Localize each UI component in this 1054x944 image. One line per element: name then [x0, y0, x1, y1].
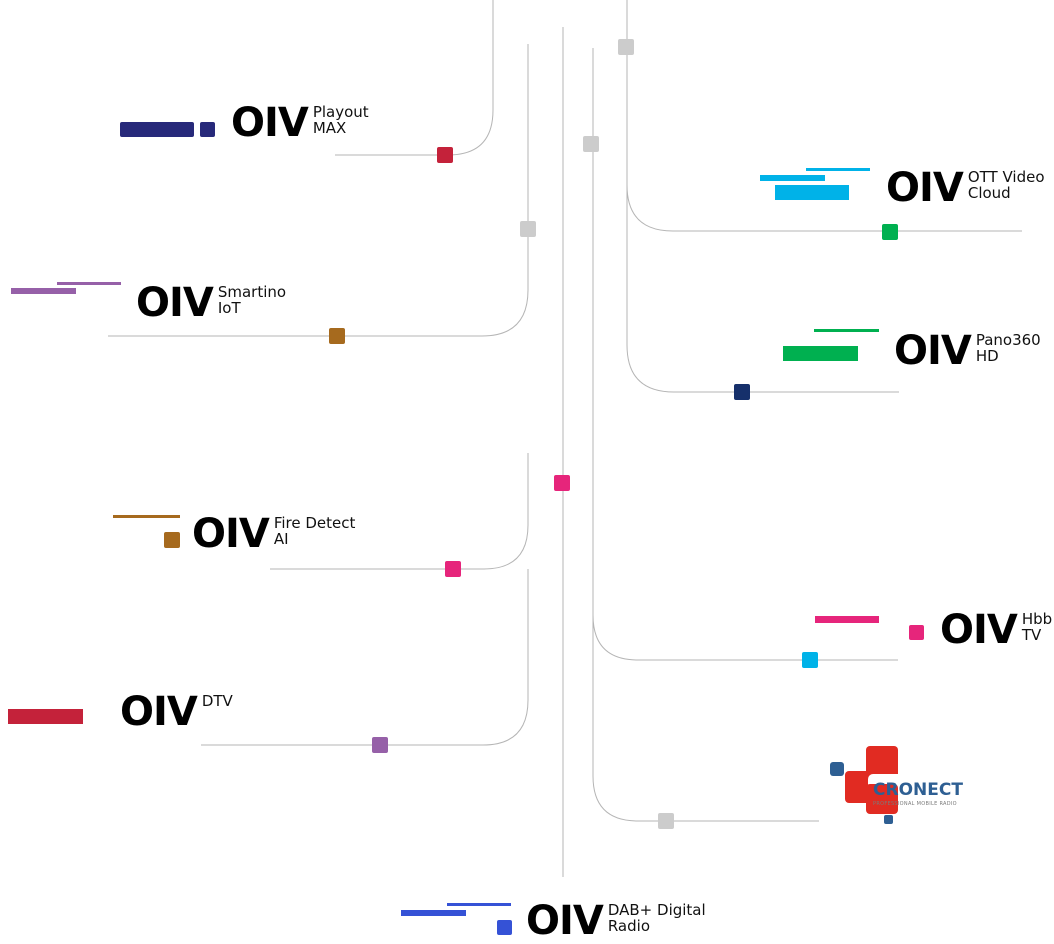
name-line-2: IoT	[217, 299, 241, 317]
node-smartino-color	[372, 737, 388, 753]
fire-square	[164, 532, 180, 548]
name-line-1: Hbb	[1021, 610, 1053, 628]
node-fire-color	[329, 328, 345, 344]
dtv-bar	[8, 709, 83, 724]
node-navy	[734, 384, 750, 400]
cronect-logo	[830, 746, 958, 824]
oiv-brand: OIV	[940, 607, 1018, 653]
node-ott-color	[802, 652, 818, 668]
playout-square	[200, 122, 215, 137]
playout-bar	[120, 122, 194, 137]
dab-thin-bar	[447, 903, 511, 906]
cronect-wordmark[interactable]: CRONECT	[873, 780, 963, 800]
node-hbb-trunk	[554, 475, 570, 491]
node-grey-cronect	[658, 813, 674, 829]
line-dtv	[201, 569, 529, 746]
oiv-brand: OIV	[231, 100, 309, 146]
name-line-1: OTT Video	[967, 168, 1045, 186]
hbb-bar	[815, 616, 879, 623]
node-grey-2	[583, 136, 599, 152]
oiv-brand: OIV	[136, 280, 214, 326]
name-line-1: Fire Detect	[273, 514, 356, 532]
oiv-brand: OIV	[886, 165, 964, 211]
name-line-2: TV	[1021, 626, 1042, 644]
pano-thick-bar	[783, 346, 858, 361]
node-grey-top	[618, 39, 634, 55]
fire-thin-bar	[113, 515, 180, 518]
oiv-brand: OIV	[526, 898, 604, 944]
line-cronect	[592, 615, 819, 822]
line-smartino	[108, 44, 529, 337]
name-line-2: AI	[273, 530, 289, 548]
name-line-2: MAX	[312, 119, 347, 137]
name-line-1: Smartino	[217, 283, 287, 301]
connector-lines	[108, 0, 1022, 877]
pano-thin-bar	[814, 329, 879, 332]
dab-mid-bar	[401, 910, 466, 916]
cronect-red-top	[866, 746, 898, 778]
name-line-1: Playout	[312, 103, 369, 121]
name-line-2: Radio	[607, 917, 650, 935]
oiv-brand: OIV	[192, 511, 270, 557]
cronect-blue-square-small	[884, 815, 893, 824]
oiv-brand: OIV	[894, 328, 972, 374]
node-grey-3	[520, 221, 536, 237]
node-dtv-color	[437, 147, 453, 163]
name-line-1: DAB+ Digital	[607, 901, 706, 919]
product-bars	[8, 122, 924, 935]
product-dtv[interactable]: OIV DTV	[120, 692, 233, 732]
node-hbb-fire	[445, 561, 461, 577]
cronect-red-bottom	[866, 784, 898, 814]
cronect-tagline: PROFESSIONAL MOBILE RADIO	[873, 801, 957, 807]
name-line-1: DTV	[201, 692, 233, 710]
smartino-thin-bar	[57, 282, 121, 285]
line-pano	[626, 185, 899, 393]
name-line-1: Pano360	[975, 331, 1041, 349]
name-line-2: Cloud	[967, 184, 1011, 202]
smartino-mid-bar	[11, 288, 76, 294]
ott-thin-bar	[806, 168, 870, 171]
oiv-brand: OIV	[120, 689, 198, 735]
node-pano-color	[882, 224, 898, 240]
line-nodes	[329, 39, 898, 829]
ott-mid-bar	[760, 175, 825, 181]
hbb-square	[909, 625, 924, 640]
name-line-2: HD	[975, 347, 999, 365]
ott-thick-bar	[775, 185, 849, 200]
line-fire	[270, 453, 529, 570]
cronect-blue-square-left	[830, 762, 844, 776]
product-name: DTV	[202, 693, 233, 709]
dab-square	[497, 920, 512, 935]
